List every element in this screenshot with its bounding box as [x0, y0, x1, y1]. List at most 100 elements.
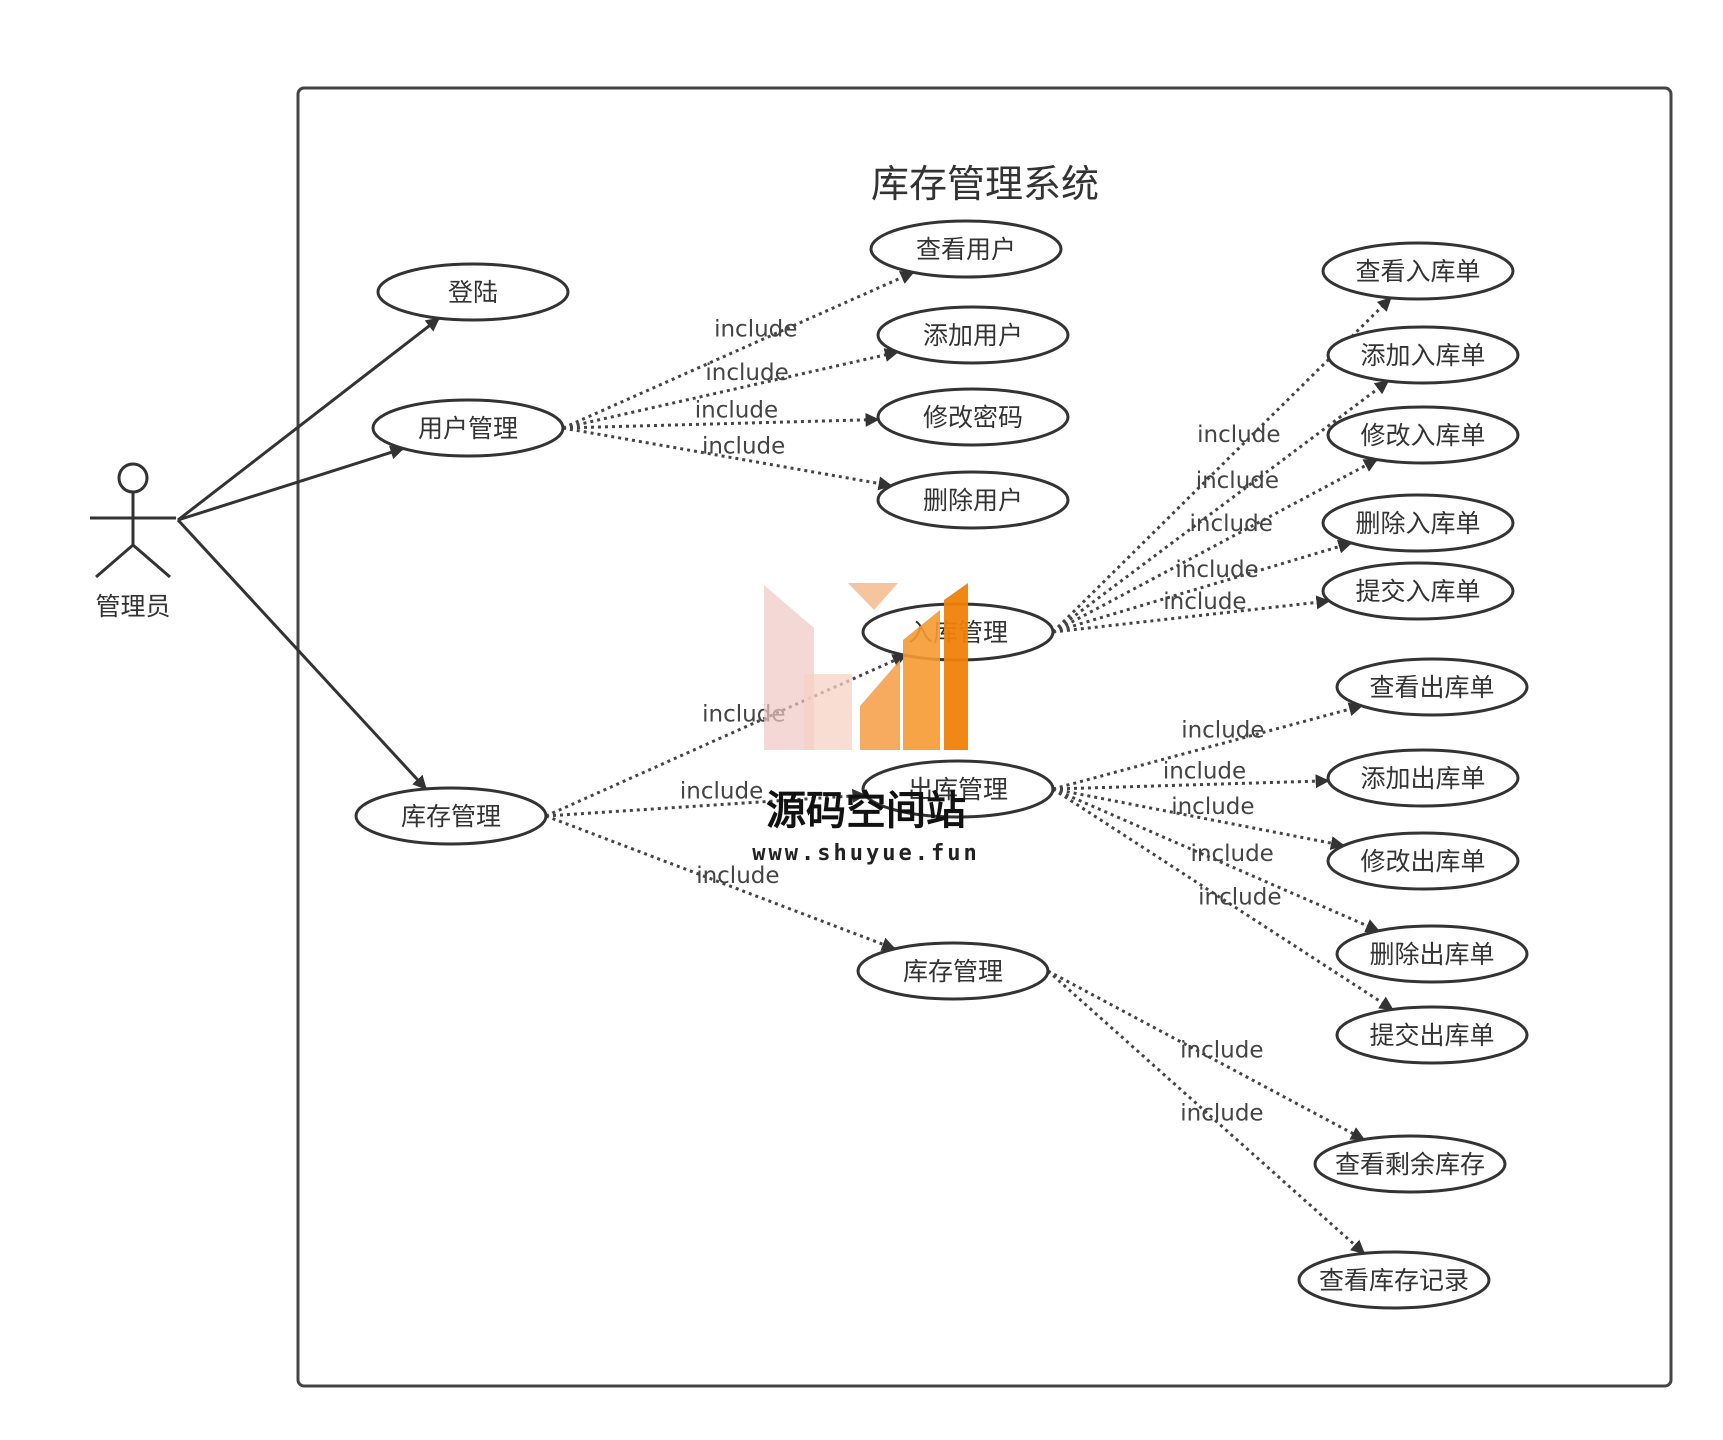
use-case-outbound-mgmt[interactable]: 出库管理 [861, 759, 1055, 819]
include-label: include [702, 434, 785, 460]
use-case-change-pwd[interactable]: 修改密码 [876, 387, 1070, 447]
use-case-ellipse [371, 398, 565, 458]
use-case-label: 库存管理 [903, 957, 1003, 986]
use-case-view-in[interactable]: 查看入库单 [1321, 241, 1515, 301]
use-case-ellipse [1326, 831, 1520, 891]
use-case-label: 库存管理 [401, 802, 501, 831]
watermark-url: www.shuyue.fun [752, 841, 979, 866]
use-case-ellipse [1321, 493, 1515, 553]
include-label: include [1190, 841, 1273, 867]
include-label: include [1175, 557, 1258, 583]
use-case-label: 删除用户 [923, 486, 1023, 515]
use-case-ellipse [1326, 405, 1520, 465]
use-case-view-out[interactable]: 查看出库单 [1335, 657, 1529, 717]
use-case-ellipse [861, 759, 1055, 819]
use-case-ellipse [876, 387, 1070, 447]
use-case-ellipse [1326, 325, 1520, 385]
include-inbound_mgmt-edit_in [1052, 458, 1379, 634]
use-case-ellipse [876, 470, 1070, 530]
include-inbound_mgmt-submit_in [1052, 595, 1331, 634]
use-case-label: 查看剩余库存 [1335, 1150, 1485, 1179]
use-case-label: 修改入库单 [1360, 421, 1485, 450]
include-label: include [695, 397, 778, 423]
watermark: 源码空间站 www.shuyue.fun [752, 583, 979, 866]
actor-admin[interactable]: 管理员 [90, 462, 176, 621]
watermark-name: 源码空间站 [766, 788, 966, 834]
include-label: include [714, 316, 797, 342]
watermark-logo [764, 583, 968, 750]
use-case-edit-out[interactable]: 修改出库单 [1326, 831, 1520, 891]
use-case-label: 查看库存记录 [1319, 1266, 1469, 1295]
include-label: include [1163, 589, 1246, 615]
include-inventory_mgmt-view_records [1047, 969, 1366, 1255]
association-stock_mgmt [176, 518, 428, 790]
use-case-label: 查看用户 [916, 235, 1016, 264]
use-case-ellipse [354, 786, 548, 846]
include-label: include [1198, 884, 1281, 910]
include-label: include [1190, 511, 1273, 537]
use-case-view-user[interactable]: 查看用户 [869, 219, 1063, 279]
actor-head [117, 462, 149, 494]
use-case-ellipse [376, 262, 570, 322]
use-case-label: 删除入库单 [1355, 509, 1480, 538]
use-case-label: 添加用户 [923, 321, 1023, 350]
use-case-label: 查看入库单 [1355, 257, 1480, 286]
system-boundary [296, 86, 1673, 1388]
use-case-label: 用户管理 [418, 414, 518, 443]
use-case-ellipse [1335, 657, 1529, 717]
include-stock_mgmt-inbound_mgmt [545, 653, 907, 818]
include-inbound_mgmt-view_in [1051, 296, 1392, 634]
include-label: include [1180, 1100, 1263, 1126]
use-case-add-out[interactable]: 添加出库单 [1326, 748, 1520, 808]
actor-right-leg [132, 543, 171, 579]
include-label: include [696, 863, 779, 889]
use-case-add-in[interactable]: 添加入库单 [1326, 325, 1520, 385]
use-case-ellipse [1326, 748, 1520, 808]
use-case-add-user[interactable]: 添加用户 [876, 305, 1070, 365]
use-case-label: 删除出库单 [1369, 940, 1494, 969]
use-case-label: 修改密码 [923, 403, 1023, 432]
include-label: include [1181, 717, 1264, 743]
use-case-label: 出库管理 [908, 775, 1008, 804]
include-label: include [1171, 794, 1254, 820]
include-label: include [1197, 422, 1280, 448]
include-outbound_mgmt-delete_out [1052, 787, 1380, 933]
use-case-stock-mgmt[interactable]: 库存管理 [354, 786, 548, 846]
include-outbound_mgmt-submit_out [1052, 787, 1394, 1011]
use-case-view-records[interactable]: 查看库存记录 [1297, 1250, 1491, 1310]
include-stock_mgmt-outbound_mgmt [545, 788, 867, 818]
use-case-submit-in[interactable]: 提交入库单 [1321, 561, 1515, 621]
include-outbound_mgmt-view_out [1052, 702, 1363, 791]
use-case-login[interactable]: 登陆 [376, 262, 570, 322]
edges-layer: include include include include include inclu… [176, 270, 1394, 1255]
include-user_mgmt-view_user [562, 270, 915, 430]
use-case-ellipse [856, 941, 1050, 1001]
use-cases-layer: 登陆用户管理库存管理查看用户添加用户修改密码删除用户入库管理出库管理库存管理查看… [354, 219, 1529, 1310]
use-case-inventory-mgmt[interactable]: 库存管理 [856, 941, 1050, 1001]
use-case-ellipse [1321, 241, 1515, 301]
use-case-label: 查看出库单 [1369, 673, 1494, 702]
use-case-delete-out[interactable]: 删除出库单 [1335, 924, 1529, 984]
use-case-label: 添加入库单 [1360, 341, 1485, 370]
use-case-view-remaining[interactable]: 查看剩余库存 [1313, 1134, 1507, 1194]
use-case-label: 提交出库单 [1369, 1021, 1494, 1050]
use-case-label: 修改出库单 [1360, 847, 1485, 876]
use-case-submit-out[interactable]: 提交出库单 [1335, 1005, 1529, 1065]
use-case-user-mgmt[interactable]: 用户管理 [371, 398, 565, 458]
actor-left-leg [95, 543, 134, 579]
use-case-ellipse [1321, 561, 1515, 621]
use-case-ellipse [1313, 1134, 1507, 1194]
use-case-ellipse [1335, 1005, 1529, 1065]
use-case-label: 提交入库单 [1355, 577, 1480, 606]
system-title: 库存管理系统 [871, 162, 1099, 206]
use-case-label: 添加出库单 [1360, 764, 1485, 793]
use-case-ellipse [1297, 1250, 1491, 1310]
include-label: include [1163, 758, 1246, 784]
include-label: include [1180, 1038, 1263, 1064]
use-case-edit-in[interactable]: 修改入库单 [1326, 405, 1520, 465]
use-case-delete-user[interactable]: 删除用户 [876, 470, 1070, 530]
use-case-delete-in[interactable]: 删除入库单 [1321, 493, 1515, 553]
include-user_mgmt-add_user [562, 348, 899, 430]
include-label: include [705, 360, 788, 386]
